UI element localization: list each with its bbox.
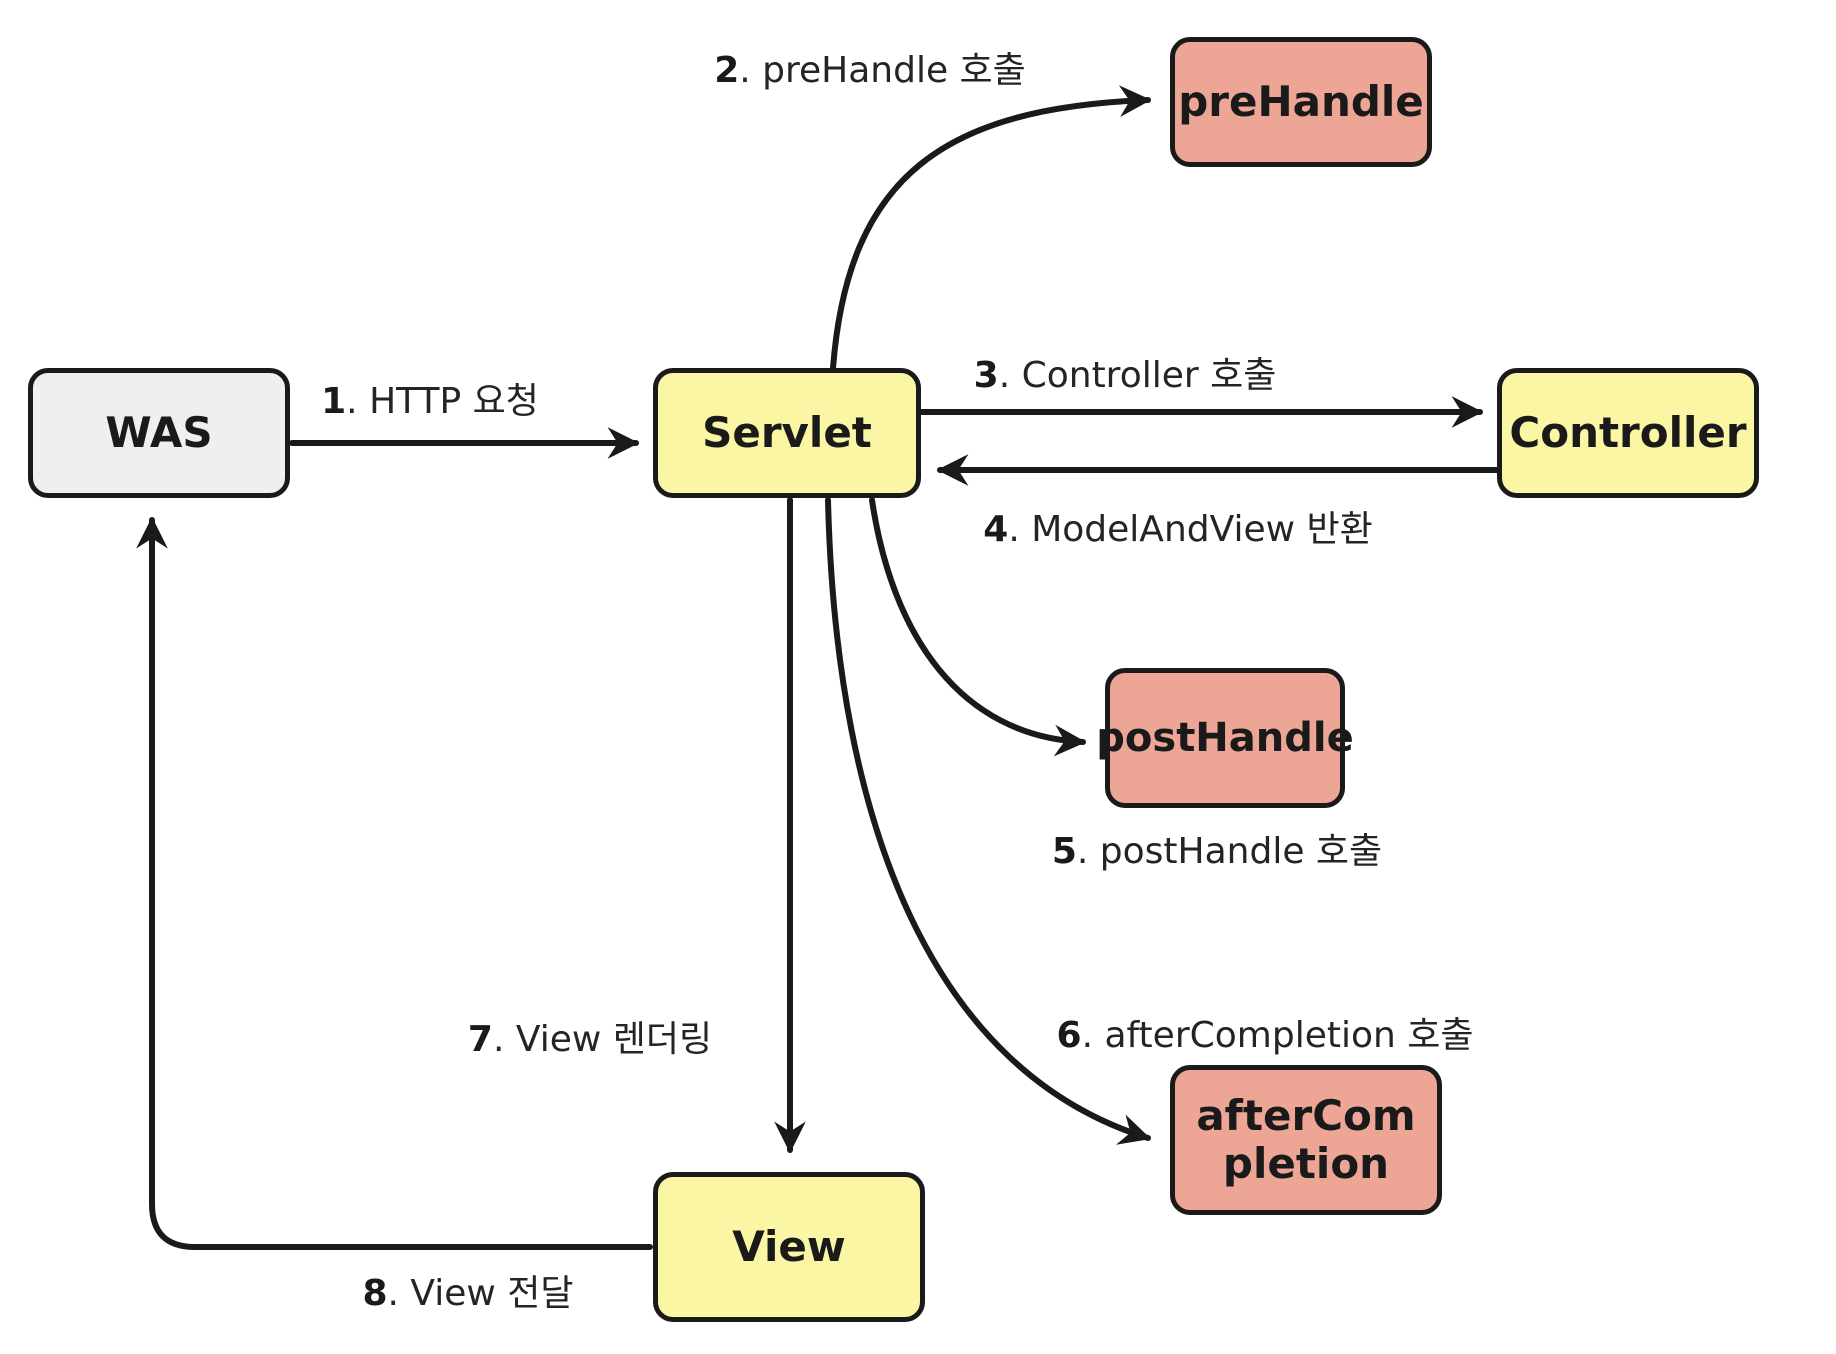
edge-7-label: 7. View 렌더링	[468, 1010, 712, 1062]
edge-2-prehandle-call	[830, 85, 1152, 371]
edge-6-number: 6	[1056, 1015, 1082, 1056]
edge-8-text: . View 전달	[387, 1273, 574, 1314]
node-posthandle: postHandle	[1096, 668, 1354, 808]
edge-1-number: 1	[321, 381, 347, 422]
node-was: WAS	[28, 368, 290, 498]
node-controller: Controller	[1497, 368, 1759, 498]
edge-2-label: 2. preHandle 호출	[714, 41, 1026, 93]
edge-4-text: . ModelAndView 반환	[1008, 509, 1373, 550]
edge-8-number: 8	[362, 1273, 388, 1314]
edge-8-view-return	[136, 516, 653, 1250]
edge-5-posthandle-call	[869, 497, 1087, 757]
edge-1-text: . HTTP 요청	[346, 381, 539, 422]
edge-8-label: 8. View 전달	[362, 1264, 573, 1316]
node-servlet: Servlet	[653, 368, 921, 498]
node-view: View	[653, 1172, 925, 1322]
edge-5-label: 5. postHandle 호출	[1052, 822, 1382, 874]
edge-4-label: 4. ModelAndView 반환	[983, 500, 1372, 552]
edge-5-number: 5	[1051, 831, 1077, 872]
edge-3-label: 3. Controller 호출	[974, 346, 1277, 398]
edge-7-text: . View 렌더링	[492, 1019, 713, 1060]
edge-4-number: 4	[983, 509, 1009, 550]
edge-2-text: . preHandle 호출	[739, 50, 1026, 91]
edge-5-text: . postHandle 호출	[1076, 831, 1383, 872]
edge-6-label: 6. afterCompletion 호출	[1057, 1006, 1474, 1058]
edge-6-text: . afterCompletion 호출	[1081, 1015, 1474, 1056]
edge-3-text: . Controller 호출	[998, 355, 1277, 396]
edge-6-aftercompletion-call	[825, 497, 1152, 1145]
edge-3-number: 3	[973, 355, 999, 396]
edge-7-number: 7	[467, 1019, 493, 1060]
edge-1-label: 1. HTTP 요청	[321, 372, 539, 424]
node-aftercompletion: afterCompletion	[1170, 1065, 1442, 1215]
node-prehandle: preHandle	[1170, 37, 1432, 167]
edge-2-number: 2	[714, 50, 740, 91]
